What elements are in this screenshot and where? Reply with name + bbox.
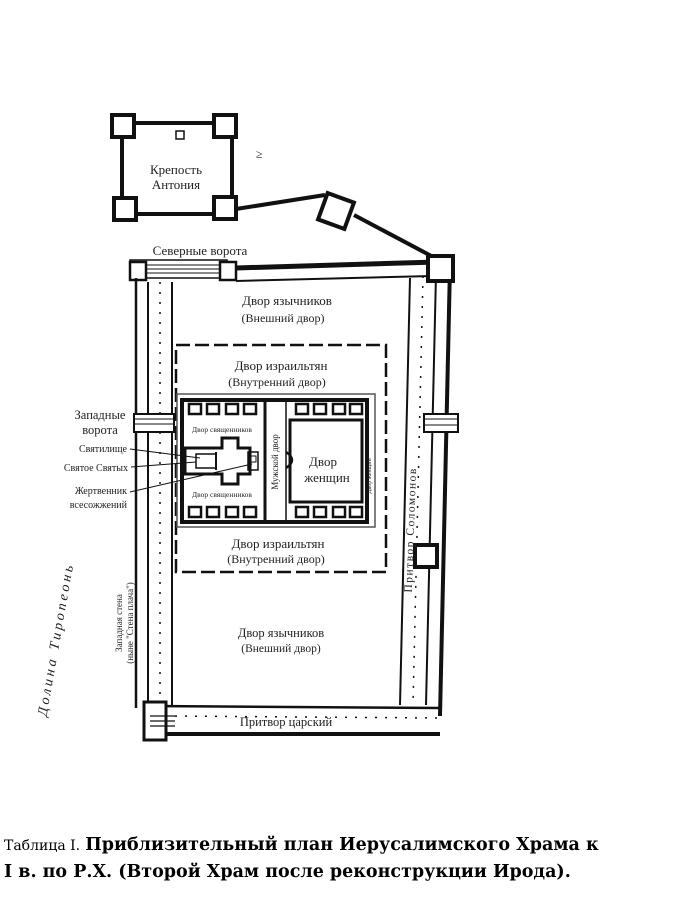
caption-title-2: I в. по Р.Х. (Второй Храм после реконстр… xyxy=(4,862,571,882)
caption-line-1: Таблица I. Приблизительный план Иерусали… xyxy=(4,832,694,859)
fortress-tower-sw xyxy=(112,196,138,222)
fortress-label-1: Крепость xyxy=(150,162,202,177)
fortress-tower-nw xyxy=(110,113,136,139)
holy-place-label: Святилище xyxy=(79,444,128,455)
fortress-label-2: Антония xyxy=(152,177,200,192)
temple-plan: Крепость Антония ≥ Северные ворота xyxy=(35,113,459,742)
western-gate-label-2: ворота xyxy=(82,423,118,437)
holy-of-holies-label: Святое Святых xyxy=(64,463,128,474)
inner-court-top-label: (Внутренний двор) xyxy=(228,375,326,389)
compass-mark: ≥ xyxy=(256,147,263,161)
eastern-gate[interactable] xyxy=(423,413,459,433)
western-gate[interactable] xyxy=(133,413,175,433)
priests-court-top-label: Двор священников xyxy=(192,425,252,434)
fortress-tower-se xyxy=(212,195,238,221)
solomon-porch-label: Притвор Соломонов xyxy=(403,467,419,593)
womens-court-small-label: Двор женщин xyxy=(367,458,373,494)
womens-court-label-2: женщин xyxy=(303,470,350,485)
israel-court-top-label: Двор израильтян xyxy=(235,358,328,373)
western-gate-label-1: Западные xyxy=(75,408,126,422)
priests-court-bottom-label: Двор священников xyxy=(192,490,252,499)
outer-court-bottom-label: (Внешний двор) xyxy=(241,643,321,655)
altar-label-2: всесожжений xyxy=(70,500,128,511)
altar-label-1: Жертвенник xyxy=(75,486,127,497)
mens-court-label: Мужской двор xyxy=(270,434,280,490)
outer-court-top-label: (Внешний двор) xyxy=(242,311,325,325)
gentiles-court-bottom-label: Двор язычников xyxy=(238,626,324,640)
valley-label: Долина Тиропеонь xyxy=(35,561,77,719)
ne-corner-tower xyxy=(426,254,455,283)
court-of-israel-frame xyxy=(174,343,388,574)
womens-court-label-1: Двор xyxy=(309,454,337,469)
caption-title-1: Приблизительный план Иерусалимского Храм… xyxy=(85,835,599,855)
israel-court-bottom-label: Двор израильтян xyxy=(232,536,325,551)
table-number: Таблица I. xyxy=(4,838,81,854)
western-wall-label-2: (ныне "Стена плача") xyxy=(125,582,135,664)
fortress-tower-ne xyxy=(212,113,238,139)
wall-tower xyxy=(315,190,357,232)
royal-porch-label: Притвор царский xyxy=(240,715,333,729)
inner-court-bottom-label: (Внутренний двор) xyxy=(227,552,325,566)
gentiles-court-top-label: Двор язычников xyxy=(242,293,332,308)
north-gate-label: Северные ворота xyxy=(153,243,248,258)
temple-complex xyxy=(176,393,376,528)
east-tower xyxy=(413,543,439,569)
western-wall-label-1: Западная стена xyxy=(114,594,124,652)
figure-caption: Таблица I. Приблизительный план Иерусали… xyxy=(4,832,694,885)
outer-wall xyxy=(134,259,452,736)
north-gate[interactable] xyxy=(128,259,238,282)
